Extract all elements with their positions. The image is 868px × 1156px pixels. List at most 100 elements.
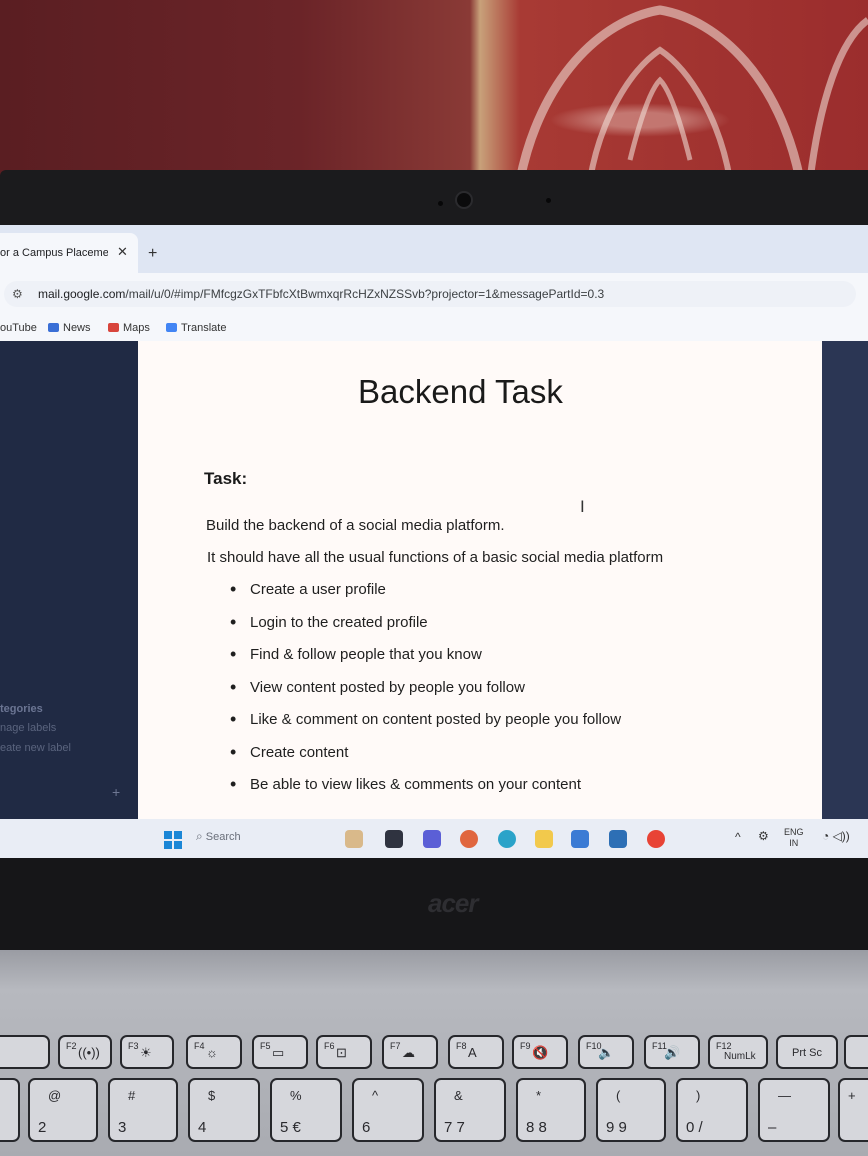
bluetooth-icon[interactable]: ⚙ xyxy=(758,829,769,843)
laptop-top-bezel xyxy=(0,170,868,230)
bookmark-youtube[interactable]: ouTube xyxy=(0,322,37,334)
key-6[interactable]: ^6 xyxy=(352,1078,424,1142)
list-item: Find & follow people that you know xyxy=(230,644,621,679)
language-code: ENG xyxy=(784,827,804,837)
language-indicator[interactable]: ENG IN xyxy=(784,827,804,849)
list-item: Create a user profile xyxy=(230,579,621,614)
key-8[interactable]: * 8 8 xyxy=(516,1078,586,1142)
key-minus[interactable]: —– xyxy=(758,1078,830,1142)
key-symbol: ⊡ xyxy=(336,1045,347,1060)
key-symbol: Prt Sc xyxy=(792,1047,822,1059)
key-f1[interactable] xyxy=(0,1035,50,1069)
new-tab-button[interactable]: + xyxy=(148,245,158,262)
webcam xyxy=(457,193,471,207)
key-9[interactable]: (9 9 xyxy=(596,1078,666,1142)
key-symbol: ☀ xyxy=(140,1045,152,1060)
list-item: Create content xyxy=(230,742,621,777)
address-bar: ⚙ mail.google.com/mail/u/0/#imp/FMfcgzGx… xyxy=(0,277,868,311)
key-top-symbol: — xyxy=(778,1088,791,1103)
url-input[interactable]: ⚙ mail.google.com/mail/u/0/#imp/FMfcgzGx… xyxy=(4,281,856,307)
list-item: Login to the created profile xyxy=(230,612,621,647)
add-label-icon[interactable]: + xyxy=(112,784,121,800)
bookmark-news[interactable]: News xyxy=(48,322,91,334)
browser-tab[interactable]: or a Campus Placement ✕ xyxy=(0,233,138,273)
key-symbol: NumLk xyxy=(724,1051,756,1062)
key-f11[interactable]: F11🔊 xyxy=(644,1035,700,1069)
widgets-icon[interactable] xyxy=(345,830,363,848)
key-fn-label: F10 xyxy=(586,1041,602,1051)
chrome-icon[interactable] xyxy=(647,830,665,848)
key-f4[interactable]: F4☼ xyxy=(186,1035,242,1069)
browser-tab-strip: or a Campus Placement ✕ + xyxy=(0,225,868,273)
search-icon: ⌕ xyxy=(196,829,203,843)
manage-labels-link[interactable]: nage labels xyxy=(0,722,57,734)
key-prtsc[interactable]: Prt Sc xyxy=(776,1035,838,1069)
key-bottom-symbol: 9 9 xyxy=(606,1119,627,1136)
url-text: mail.google.com/mail/u/0/#imp/FMfcgzGxTF… xyxy=(38,287,604,301)
key-equals[interactable]: + xyxy=(838,1078,868,1142)
bookmark-label: ouTube xyxy=(0,322,37,334)
key-pause[interactable] xyxy=(844,1035,868,1069)
key-4[interactable]: $4 xyxy=(188,1078,260,1142)
key-f9[interactable]: F9🔇 xyxy=(512,1035,568,1069)
close-tab-icon[interactable]: ✕ xyxy=(117,244,128,259)
task-view-icon[interactable] xyxy=(385,830,403,848)
app-icon[interactable] xyxy=(609,830,627,848)
key-fn-label: F3 xyxy=(128,1041,139,1051)
key-0[interactable]: ) 0 / xyxy=(676,1078,748,1142)
news-icon xyxy=(48,323,59,332)
bookmarks-bar: ouTube News Maps Translate xyxy=(0,317,868,341)
key-bottom-symbol: 8 8 xyxy=(526,1119,547,1136)
key-1[interactable] xyxy=(0,1078,20,1142)
key-top-symbol: ) xyxy=(696,1088,701,1103)
key-top-symbol: ( xyxy=(616,1088,621,1103)
key-fn-label: F9 xyxy=(520,1041,531,1051)
windows-start-icon[interactable] xyxy=(164,831,182,849)
teams-icon[interactable] xyxy=(423,830,441,848)
key-symbol: ☁ xyxy=(402,1045,415,1060)
document-title: Backend Task xyxy=(358,373,563,410)
key-fn-label: F4 xyxy=(194,1041,205,1051)
taskbar-search[interactable]: ⌕ Search xyxy=(196,829,316,851)
key-f5[interactable]: F5▭ xyxy=(252,1035,308,1069)
key-f2[interactable]: F2((•)) xyxy=(58,1035,112,1069)
key-bottom-symbol: – xyxy=(768,1119,777,1136)
site-settings-icon[interactable]: ⚙ xyxy=(12,287,23,301)
key-3[interactable]: #3 xyxy=(108,1078,178,1142)
edge-icon[interactable] xyxy=(498,830,516,848)
plus-icon: + xyxy=(848,1088,856,1103)
key-top-symbol: * xyxy=(536,1088,542,1103)
bookmark-translate[interactable]: Translate xyxy=(166,322,226,334)
key-2[interactable]: @2 xyxy=(28,1078,98,1142)
acer-logo: acer xyxy=(428,888,478,918)
microphone-dot xyxy=(546,198,551,203)
key-f7[interactable]: F7☁ xyxy=(382,1035,438,1069)
task-heading: Task: xyxy=(204,469,248,488)
viewer-right-panel xyxy=(822,341,868,819)
key-f10[interactable]: F10🔈 xyxy=(578,1035,634,1069)
bookmark-maps[interactable]: Maps xyxy=(108,322,150,334)
key-f6[interactable]: F6⊡ xyxy=(316,1035,372,1069)
wifi-volume-icon[interactable]: ◔ ◁)) xyxy=(822,829,850,843)
firefox-icon[interactable] xyxy=(460,830,478,848)
key-bottom-symbol: 0 / xyxy=(686,1119,703,1136)
key-f3[interactable]: F3☀ xyxy=(120,1035,174,1069)
key-symbol: 🔇 xyxy=(532,1045,549,1060)
key-7[interactable]: &7 7 xyxy=(434,1078,506,1142)
document-page: Backend Task Task: Build the backend of … xyxy=(138,341,822,819)
key-symbol: ((•)) xyxy=(78,1045,100,1060)
tray-chevron-icon[interactable]: ^ xyxy=(735,830,741,844)
microphone-dot xyxy=(438,201,443,206)
tab-title: or a Campus Placement xyxy=(0,247,108,259)
store-icon[interactable] xyxy=(571,830,589,848)
create-label-link[interactable]: eate new label xyxy=(0,742,71,754)
windows-taskbar: ⌕ Search ^ ⚙ ENG IN ◔ ◁)) xyxy=(0,819,868,860)
key-fn-label: F7 xyxy=(390,1041,401,1051)
categories-label: tegories xyxy=(0,703,43,715)
key-bottom-symbol: 3 xyxy=(118,1119,127,1136)
file-explorer-icon[interactable] xyxy=(535,830,553,848)
taskbar-search-placeholder: Search xyxy=(205,831,241,843)
key-5[interactable]: %5 € xyxy=(270,1078,342,1142)
